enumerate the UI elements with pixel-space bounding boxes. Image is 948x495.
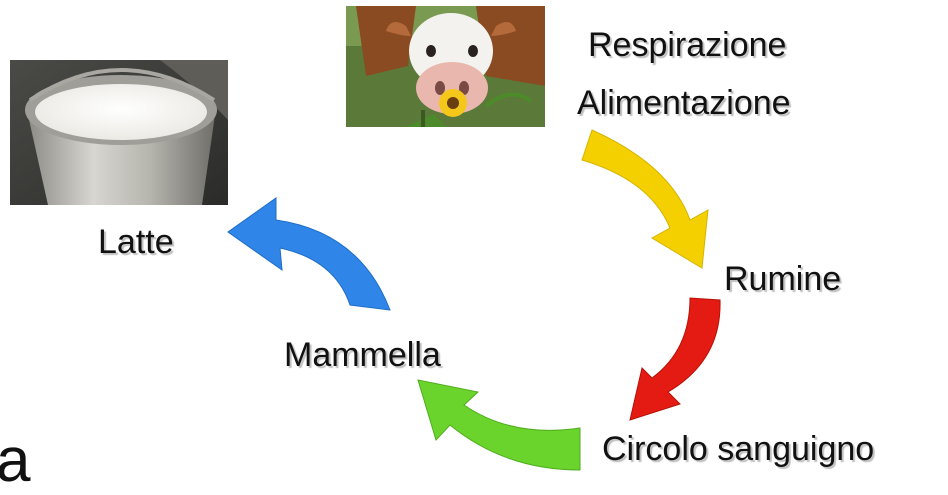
- blue-arrow-icon: [228, 198, 390, 310]
- label-rumine: Rumine: [724, 262, 841, 296]
- label-respirazione: Respirazione: [588, 28, 786, 62]
- label-alimentazione: Alimentazione: [577, 86, 791, 120]
- label-latte: Latte: [98, 225, 174, 259]
- label-mammella: Mammella: [284, 338, 441, 372]
- yellow-arrow-icon: [582, 130, 708, 268]
- stray-letter: a: [0, 430, 30, 492]
- green-arrow-icon: [418, 380, 580, 470]
- label-circolo-sanguigno: Circolo sanguigno: [602, 432, 874, 466]
- red-arrow-icon: [630, 298, 720, 420]
